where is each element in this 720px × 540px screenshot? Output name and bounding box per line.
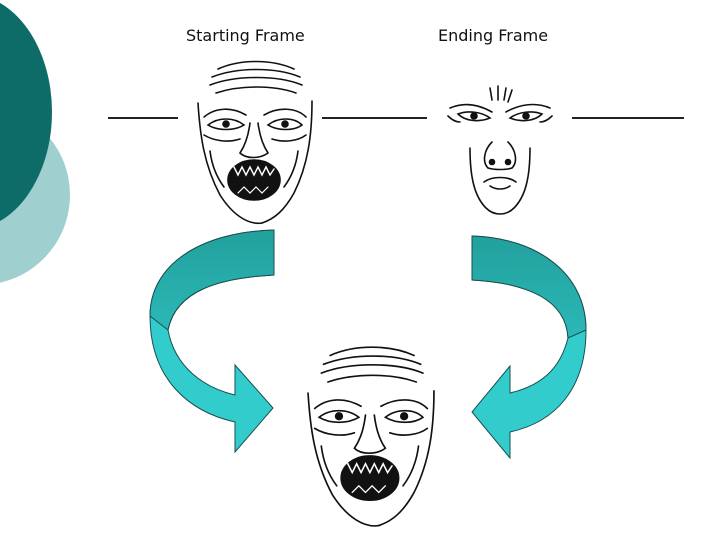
screaming-face-icon: [197, 60, 313, 225]
divider-line-middle: [322, 117, 427, 119]
end-face-drawing: [447, 85, 553, 215]
frowning-face-icon: [447, 85, 553, 215]
result-face-drawing: [307, 346, 435, 527]
ending-frame-label: Ending Frame: [438, 26, 549, 45]
divider-line-right: [572, 117, 684, 119]
divider-line-left: [108, 117, 178, 119]
starting-frame-label: Starting Frame: [186, 26, 305, 45]
curved-arrow-left-icon: [471, 235, 587, 460]
decor-circle-dark: [0, 2, 52, 222]
curved-arrow-right-icon: [149, 229, 275, 454]
start-face-drawing: [197, 60, 313, 225]
screaming-face-icon: [307, 346, 435, 527]
